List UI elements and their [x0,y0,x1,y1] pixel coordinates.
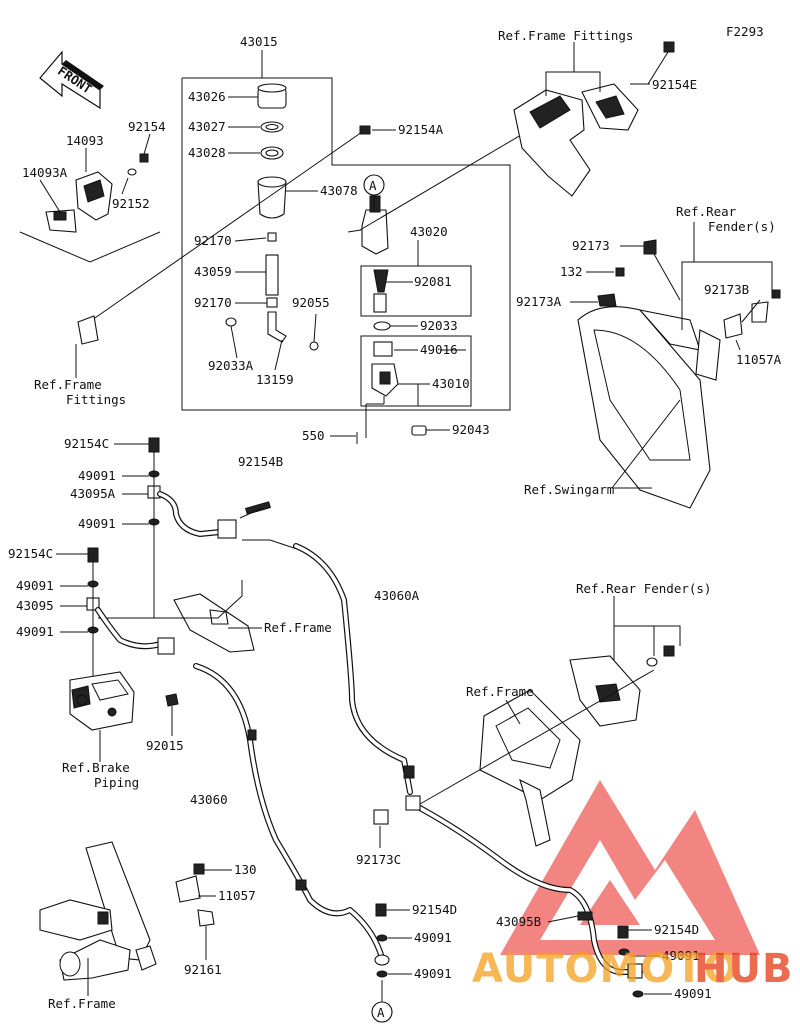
watermark-text: AUTOMOTO HUB [472,946,793,992]
label-92015: 92015 [146,738,184,753]
label-ref-swingarm: Ref.Swingarm [524,482,614,497]
label-43060A: 43060A [374,588,420,603]
label-ref-frame-3: Ref.Frame [48,996,116,1011]
callout-labels: 43015 43026 43027 43028 43078 92154A 921… [8,28,782,1011]
label-43015: 43015 [240,34,278,49]
abs-unit-area [56,437,301,762]
svg-text:A: A [377,1005,385,1020]
watermark-text-part2: HUB [694,946,793,992]
figure-code: F2293 [726,24,764,39]
label-550: 550 [302,428,325,443]
label-ref-brake-piping-1: Ref.Brake [62,760,130,775]
frame-lower-right [379,596,681,848]
label-92170a: 92170 [194,233,232,248]
label-92173C: 92173C [356,852,401,867]
master-cylinder-group-43015 [181,50,511,444]
label-ref-rear-fender-1b: Fender(s) [708,219,776,234]
label-43059: 43059 [194,264,232,279]
label-14093: 14093 [66,133,104,148]
label-11057A: 11057A [736,352,782,367]
label-49091-g: 49091 [662,948,700,963]
master-cylinder-body [361,209,389,255]
label-92154: 92154 [128,119,166,134]
mount-axis-line [91,131,363,321]
leaders-top [228,96,466,437]
label-43028: 43028 [188,145,226,160]
label-ref-brake-piping-2: Piping [94,775,139,790]
label-43095: 43095 [16,598,54,613]
label-130: 130 [234,862,257,877]
callout-a-bottom: A [371,980,393,1023]
label-43026: 43026 [188,89,226,104]
label-43095A: 43095A [70,486,116,501]
rear-fender-top [570,222,781,509]
label-132: 132 [560,264,583,279]
label-49091-a: 49091 [78,468,116,483]
label-92154D-1: 92154D [412,902,457,917]
label-49091-h: 49091 [674,986,712,1001]
frame-lower-left [39,841,232,996]
label-43027: 43027 [188,119,226,134]
watermark-text-part1: AUTOMOTO [472,946,739,992]
reservoir [257,181,287,219]
label-92173B: 92173B [704,282,749,297]
label-92043: 92043 [452,422,490,437]
label-49091-e: 49091 [414,930,452,945]
label-13159: 13159 [256,372,294,387]
label-49091-b: 49091 [78,516,116,531]
label-92154C-2: 92154C [8,546,53,561]
label-92173A: 92173A [516,294,562,309]
label-ref-rear-fender-1a: Ref.Rear [676,204,737,219]
bolt-92154A [359,125,371,135]
frame-fitting-left [75,315,99,378]
label-92081: 92081 [414,274,452,289]
label-92033: 92033 [420,318,458,333]
label-14093A: 14093A [22,165,68,180]
label-43095B: 43095B [496,914,541,929]
label-49091-c: 49091 [16,578,54,593]
label-ref-rear-fender-2: Ref.Rear Fender(s) [576,581,711,596]
label-49091-f: 49091 [414,966,452,981]
label-92173: 92173 [572,238,610,253]
hose-joint-lower [157,637,175,655]
label-43020: 43020 [410,224,448,239]
label-92154D-2: 92154D [654,922,699,937]
label-ref-frame-fittings-left-2: Fittings [66,392,126,407]
label-ref-frame-fittings-left-1: Ref.Frame [34,377,102,392]
hose-fitting-13159 [267,311,287,343]
label-ref-frame-fittings-top: Ref.Frame Fittings [498,28,633,43]
label-11057: 11057 [218,888,256,903]
callout-a-top: A [363,174,385,210]
brake-hoses [95,491,643,979]
label-92170b: 92170 [194,295,232,310]
banjo-stack-lower [374,903,672,998]
label-92154C-1: 92154C [64,436,109,451]
label-92055: 92055 [292,295,330,310]
label-43010: 43010 [432,376,470,391]
hose-joint-upper [217,519,237,539]
label-43060: 43060 [190,792,228,807]
label-92161: 92161 [184,962,222,977]
label-ref-frame-1: Ref.Frame [264,620,332,635]
svg-text:A: A [369,178,377,193]
label-92154E: 92154E [652,77,697,92]
frame-fittings-top-right [513,41,675,197]
label-49016: 49016 [420,342,458,357]
label-49091-d: 49091 [16,624,54,639]
bracket-14093 [19,133,161,263]
label-43078: 43078 [320,183,358,198]
label-ref-frame-2: Ref.Frame [466,684,534,699]
label-92033A: 92033A [208,358,254,373]
front-arrow: FRONT [39,50,104,110]
label-92152: 92152 [112,196,150,211]
label-92154B: 92154B [238,454,283,469]
label-92154A: 92154A [398,122,444,137]
